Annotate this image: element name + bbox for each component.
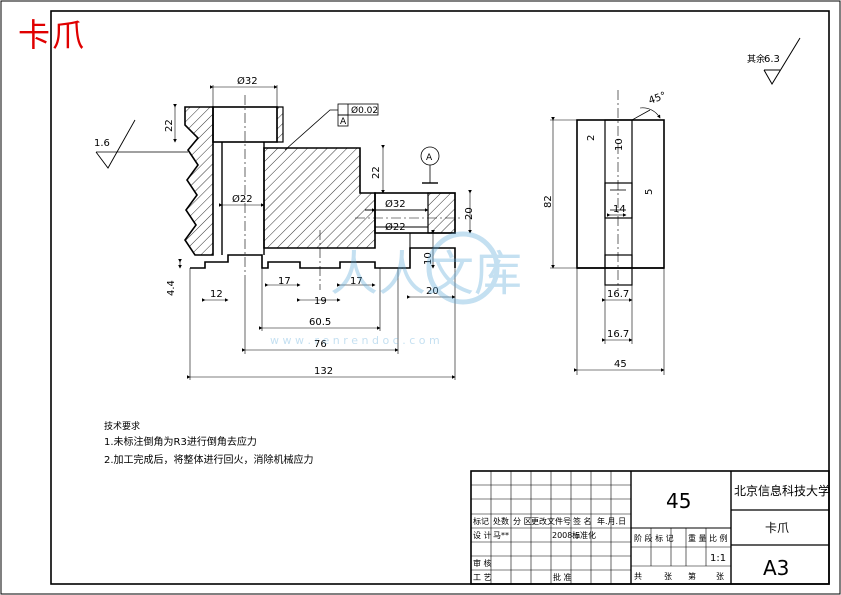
dim-d32-right: Ø32 <box>385 198 406 210</box>
tb-stage-1: 重 量 <box>688 533 707 543</box>
side-dim-16-7b: 16.7 <box>607 329 629 340</box>
side-dim-16-7a: 16.7 <box>607 289 629 300</box>
side-dim-14: 14 <box>613 204 626 215</box>
tb-sheet-size: A3 <box>763 556 789 580</box>
dim-d22-right: Ø22 <box>385 221 406 233</box>
tolerance-value: Ø0.02 <box>351 105 378 116</box>
side-dim-5: 5 <box>644 189 655 195</box>
right-flange-section <box>427 192 456 234</box>
page-title: 卡爪 <box>18 16 87 54</box>
tb-std-label: 标准化 <box>572 530 596 540</box>
tb-header-2: 分 区 <box>513 517 532 526</box>
tb-sheet-1: 张 <box>664 572 672 581</box>
tb-review-label: 审 核 <box>473 558 492 568</box>
dim-12: 12 <box>210 289 223 300</box>
dim-4-4: 4.4 <box>166 280 177 296</box>
roughness-general-symbol: 其余 6.3 <box>747 37 801 85</box>
side-view <box>576 90 665 290</box>
side-dim-45: 45 <box>614 359 627 370</box>
dim-22-mid: 22 <box>371 166 382 179</box>
dim-20-base: 20 <box>426 286 439 297</box>
tb-stage-0: 阶 段 标 记 <box>634 533 674 543</box>
tb-sheet-0: 共 <box>634 572 642 581</box>
watermark-text: 人人文库 <box>330 246 522 302</box>
roughness-general-value: 6.3 <box>764 54 780 65</box>
tb-stage-2: 比 例 <box>709 533 728 543</box>
dim-60-5: 60.5 <box>309 317 331 328</box>
notes-heading: 技术要求 <box>104 420 140 432</box>
dim-132: 132 <box>314 366 333 377</box>
roughness-local-symbol: 1.6 <box>94 119 188 169</box>
tb-university: 北京信息科技大学 <box>734 483 830 498</box>
tb-header-0: 标记 <box>473 516 489 526</box>
tb-part-name: 卡爪 <box>765 521 789 535</box>
side-dimensions <box>550 117 665 375</box>
watermark-url: w w w . r e n r e n d o c . c o m <box>270 334 440 347</box>
main-body-section <box>263 147 376 249</box>
tb-header-5: 年.月.日 <box>597 516 626 526</box>
side-dim-10: 10 <box>614 138 625 151</box>
side-dim-82: 82 <box>543 195 554 208</box>
side-dim-chamfer: 45° <box>647 90 667 106</box>
tb-sheet-2: 第 <box>688 571 696 581</box>
tb-sheet-3: 张 <box>716 572 724 581</box>
dim-17a: 17 <box>278 276 291 287</box>
datum-label: A <box>426 153 433 163</box>
front-dimensions <box>173 85 472 380</box>
roughness-general-label: 其余 <box>747 53 765 65</box>
roughness-local-value: 1.6 <box>94 138 110 149</box>
dim-d32-top: Ø32 <box>237 75 258 87</box>
tb-process-label: 工 艺 <box>473 573 492 582</box>
section-view <box>184 95 460 290</box>
inner-border <box>50 10 830 585</box>
tb-material: 45 <box>666 489 691 513</box>
tb-scale: 1:1 <box>710 553 726 564</box>
dim-17b: 17 <box>350 276 363 287</box>
datum-marker: A <box>420 146 440 184</box>
notes-line2: 2.加工完成后，将整体进行回火，消除机械应力 <box>104 453 314 466</box>
dim-10: 10 <box>423 252 434 265</box>
tb-approve-label: 批 准 <box>553 572 572 582</box>
dim-d22-bore: Ø22 <box>232 193 253 205</box>
tb-design-label: 设 计 <box>473 530 492 540</box>
dim-19: 19 <box>314 296 327 307</box>
tolerance-datum: A <box>340 117 347 127</box>
tb-header-3: 更改文件号 <box>531 516 571 526</box>
side-dim-2: 2 <box>586 135 597 141</box>
tb-date: 2008.6 <box>552 531 580 540</box>
dim-20-right: 20 <box>464 207 475 220</box>
tb-designer: 马** <box>493 531 509 540</box>
dim-22-top: 22 <box>164 119 175 132</box>
dim-76: 76 <box>314 339 327 350</box>
base-with-slots <box>190 247 456 269</box>
title-block <box>470 470 830 585</box>
notes-line1: 1.未标注倒角为R3进行倒角去应力 <box>104 435 257 448</box>
left-stem-section <box>184 106 214 256</box>
tb-header-4: 签 名 <box>573 516 592 526</box>
right-stem-top <box>276 106 284 143</box>
tb-header-1: 处数 <box>493 516 509 526</box>
geometric-tolerance: Ø0.02 A <box>284 103 379 151</box>
watermark: 人人文库 w w w . r e n r e n d o c . c o m <box>270 231 522 347</box>
